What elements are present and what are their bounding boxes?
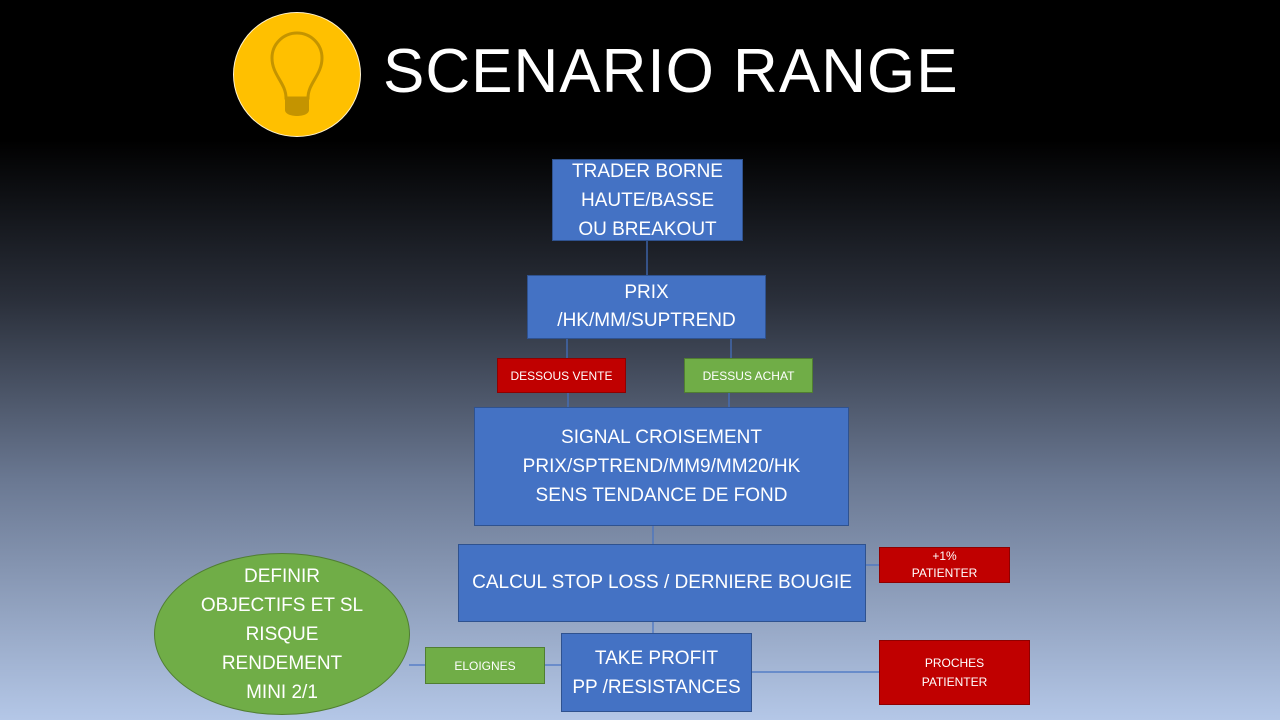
node-prix: PRIX /HK/MM/SUPTREND xyxy=(527,275,766,339)
node-line: PRIX/SPTREND/MM9/MM20/HK xyxy=(522,456,801,477)
node-line: PP /RESISTANCES xyxy=(572,676,741,698)
node-dessus-achat: DESSUS ACHAT xyxy=(684,358,813,393)
node-line: PATIENTER xyxy=(911,566,978,580)
node-line: TAKE PROFIT xyxy=(594,647,719,669)
node-line: PROCHES xyxy=(924,655,985,670)
node-line: PRIX xyxy=(624,282,669,303)
node-line: TRADER BORNE xyxy=(572,160,723,182)
node-calcul-stop-loss: CALCUL STOP LOSS / DERNIERE BOUGIE xyxy=(458,544,866,622)
node-line: SENS TENDANCE DE FOND xyxy=(535,485,788,506)
node-patienter-1: +1% PATIENTER xyxy=(879,547,1010,583)
node-line: HAUTE/BASSE xyxy=(580,189,715,211)
node-line: PATIENTER xyxy=(921,674,988,689)
node-line: /HK/MM/SUPTREND xyxy=(557,310,736,331)
node-line: MINI 2/1 xyxy=(246,681,318,703)
node-line: DEFINIR xyxy=(244,565,320,587)
node-eloignes: ELOIGNES xyxy=(425,647,545,684)
node-line: SIGNAL CROISEMENT xyxy=(561,427,762,448)
node-line: +1% xyxy=(932,549,957,563)
lightbulb-icon xyxy=(270,31,324,116)
node-line: RENDEMENT xyxy=(221,652,343,674)
node-dessous-vente: DESSOUS VENTE xyxy=(497,358,626,393)
node-trader: TRADER BORNE HAUTE/BASSE OU BREAKOUT xyxy=(552,159,743,241)
node-take-profit: TAKE PROFIT PP /RESISTANCES xyxy=(561,633,752,712)
node-signal: SIGNAL CROISEMENT PRIX/SPTREND/MM9/MM20/… xyxy=(474,407,849,526)
node-line: OBJECTIFS ET SL xyxy=(200,594,364,616)
node-definir-objectifs: DEFINIR OBJECTIFS ET SL RISQUE RENDEMENT… xyxy=(154,553,410,715)
node-line: OU BREAKOUT xyxy=(578,218,717,240)
node-line: RISQUE xyxy=(245,623,319,645)
node-proches: PROCHES PATIENTER xyxy=(879,640,1030,705)
logo-circle xyxy=(233,12,361,137)
slide-title: SCENARIO RANGE xyxy=(383,37,959,106)
